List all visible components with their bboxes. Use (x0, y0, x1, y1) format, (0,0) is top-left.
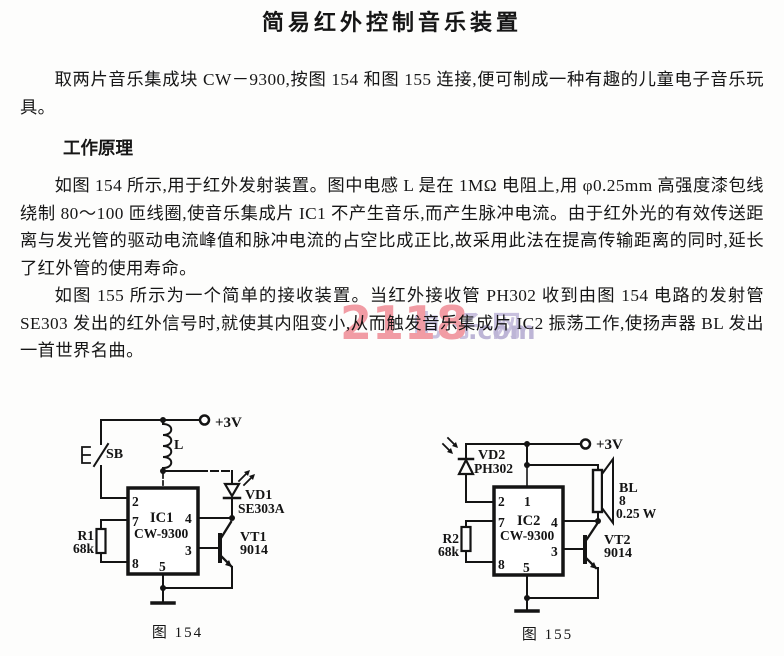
site-watermark: 电子网 2118 .com (340, 300, 536, 346)
pd-triangle (457, 457, 475, 476)
ic1-chip-body (126, 486, 200, 576)
wire-pd-to-pin2 (465, 473, 495, 503)
wire-bottom-rail (162, 573, 233, 589)
label-ic1-model: CW-9300 (134, 526, 188, 541)
label-speaker-impedance: 8 (619, 493, 626, 508)
label-vt2-model: 9014 (604, 546, 632, 561)
arrowhead (452, 442, 458, 448)
fig155-caption: 图 155 (521, 627, 574, 643)
power-terminal (198, 414, 211, 426)
label-pin3: 3 (551, 544, 558, 559)
label-switch: SB (106, 447, 123, 462)
power-terminal (579, 438, 592, 450)
label-pin4: 4 (551, 515, 558, 530)
label-r1-ref: R1 (78, 528, 95, 543)
wire-pin7-to-r2 (465, 520, 495, 528)
label-inductor: L (174, 438, 183, 453)
label-ic2-ref: IC2 (517, 513, 540, 529)
fig154-caption: 图 154 (151, 625, 204, 641)
label-speaker-ref: BL (619, 481, 638, 496)
junction-dot (229, 515, 235, 521)
junction-dot (160, 417, 166, 423)
junction-dot (524, 441, 530, 447)
paragraph-fig154: 如图 154 所示,用于红外发射装置。图中电感 L 是在 1MΩ 电阻上,用 φ… (20, 176, 764, 278)
label-pin4: 4 (185, 511, 192, 526)
label-pin8: 8 (132, 556, 139, 571)
emitter-arrowhead (225, 560, 232, 567)
label-pin7: 7 (132, 514, 139, 529)
label-vt1-ref: VT1 (240, 530, 266, 545)
wire-pin7-to-r1 (100, 519, 129, 530)
watermark-suffix: .com (468, 316, 536, 345)
label-vt2-ref: VT2 (604, 533, 630, 548)
wire-r2-to-pin8 (465, 550, 495, 563)
label-pin5: 5 (523, 560, 530, 575)
label-led-ref: VD1 (245, 488, 272, 503)
watermark-cn-text: 电子网 (412, 309, 533, 343)
schematic-fig155: +3V VD2 PH302 R2 68k IC2 CW-9300 2 1 7 8… (438, 436, 657, 613)
resistor-r1 (95, 527, 107, 555)
label-speaker-power: 0.25 W (616, 506, 657, 521)
label-pin8: 8 (498, 557, 505, 572)
wire-r1-to-pin8 (100, 552, 129, 563)
label-pin7: 7 (498, 515, 505, 530)
label-ic1-ref: IC1 (150, 510, 173, 526)
junction-dot (595, 518, 601, 524)
junction-dot (524, 462, 530, 468)
switch-blade (92, 442, 110, 468)
label-r1-value: 68k (73, 541, 95, 556)
speaker-cone (601, 455, 614, 527)
switch-pushbutton-icon (81, 446, 91, 464)
label-pin2: 2 (132, 494, 139, 509)
wire-node-to-speaker (526, 464, 599, 471)
schematic-fig154: +3V L SB VD1 SE303A R1 68k IC1 CW-9300 2… (73, 414, 285, 605)
label-ic2-model: CW-9300 (500, 528, 554, 543)
label-pin2: 2 (498, 494, 505, 509)
speaker-driver (591, 468, 604, 514)
arrowhead (244, 470, 250, 476)
label-vt1-model: 9014 (240, 543, 268, 558)
label-pd-model: PH302 (474, 461, 513, 476)
label-r2-value: 68k (438, 544, 460, 559)
label-r2-ref: R2 (443, 531, 460, 546)
label-pin1: 1 (524, 494, 531, 509)
inductor-coil (161, 422, 173, 470)
arrowhead (249, 474, 255, 480)
wire-switch-to-pin2 (100, 465, 129, 499)
led-triangle (223, 482, 241, 499)
junction-dot (524, 595, 530, 601)
resistor-r2 (460, 525, 472, 553)
arrowhead (447, 448, 453, 454)
paragraph-fig155: 如图 155 所示为一个简单的接收装置。当红外接收管 PH302 收到由图 15… (20, 286, 764, 360)
label-power: +3V (215, 415, 242, 431)
section-heading: 工作原理 (63, 138, 133, 158)
page-title: 简易红外控制音乐装置 (261, 10, 522, 35)
label-pd-ref: VD2 (478, 448, 505, 463)
intro-paragraph: 取两片音乐集成块 CW－9300,按图 154 和图 155 连接,便可制成一种… (20, 70, 764, 117)
watermark-number: 2118 (340, 296, 469, 350)
vt1-collector (219, 520, 233, 540)
junction-dot (160, 468, 166, 474)
vt2-collector (585, 522, 599, 541)
label-led-model: SE303A (238, 501, 285, 516)
label-power: +3V (596, 437, 623, 453)
ic2-chip-body (492, 485, 565, 577)
junction-dot (160, 585, 166, 591)
emitter-arrowhead (590, 562, 597, 569)
article-text: 简易红外控制音乐装置 取两片音乐集成块 CW－9300,按图 154 和图 15… (20, 8, 764, 365)
label-pin3: 3 (185, 543, 192, 558)
wire-bottom-rail (526, 574, 599, 599)
label-pin5: 5 (159, 559, 166, 574)
